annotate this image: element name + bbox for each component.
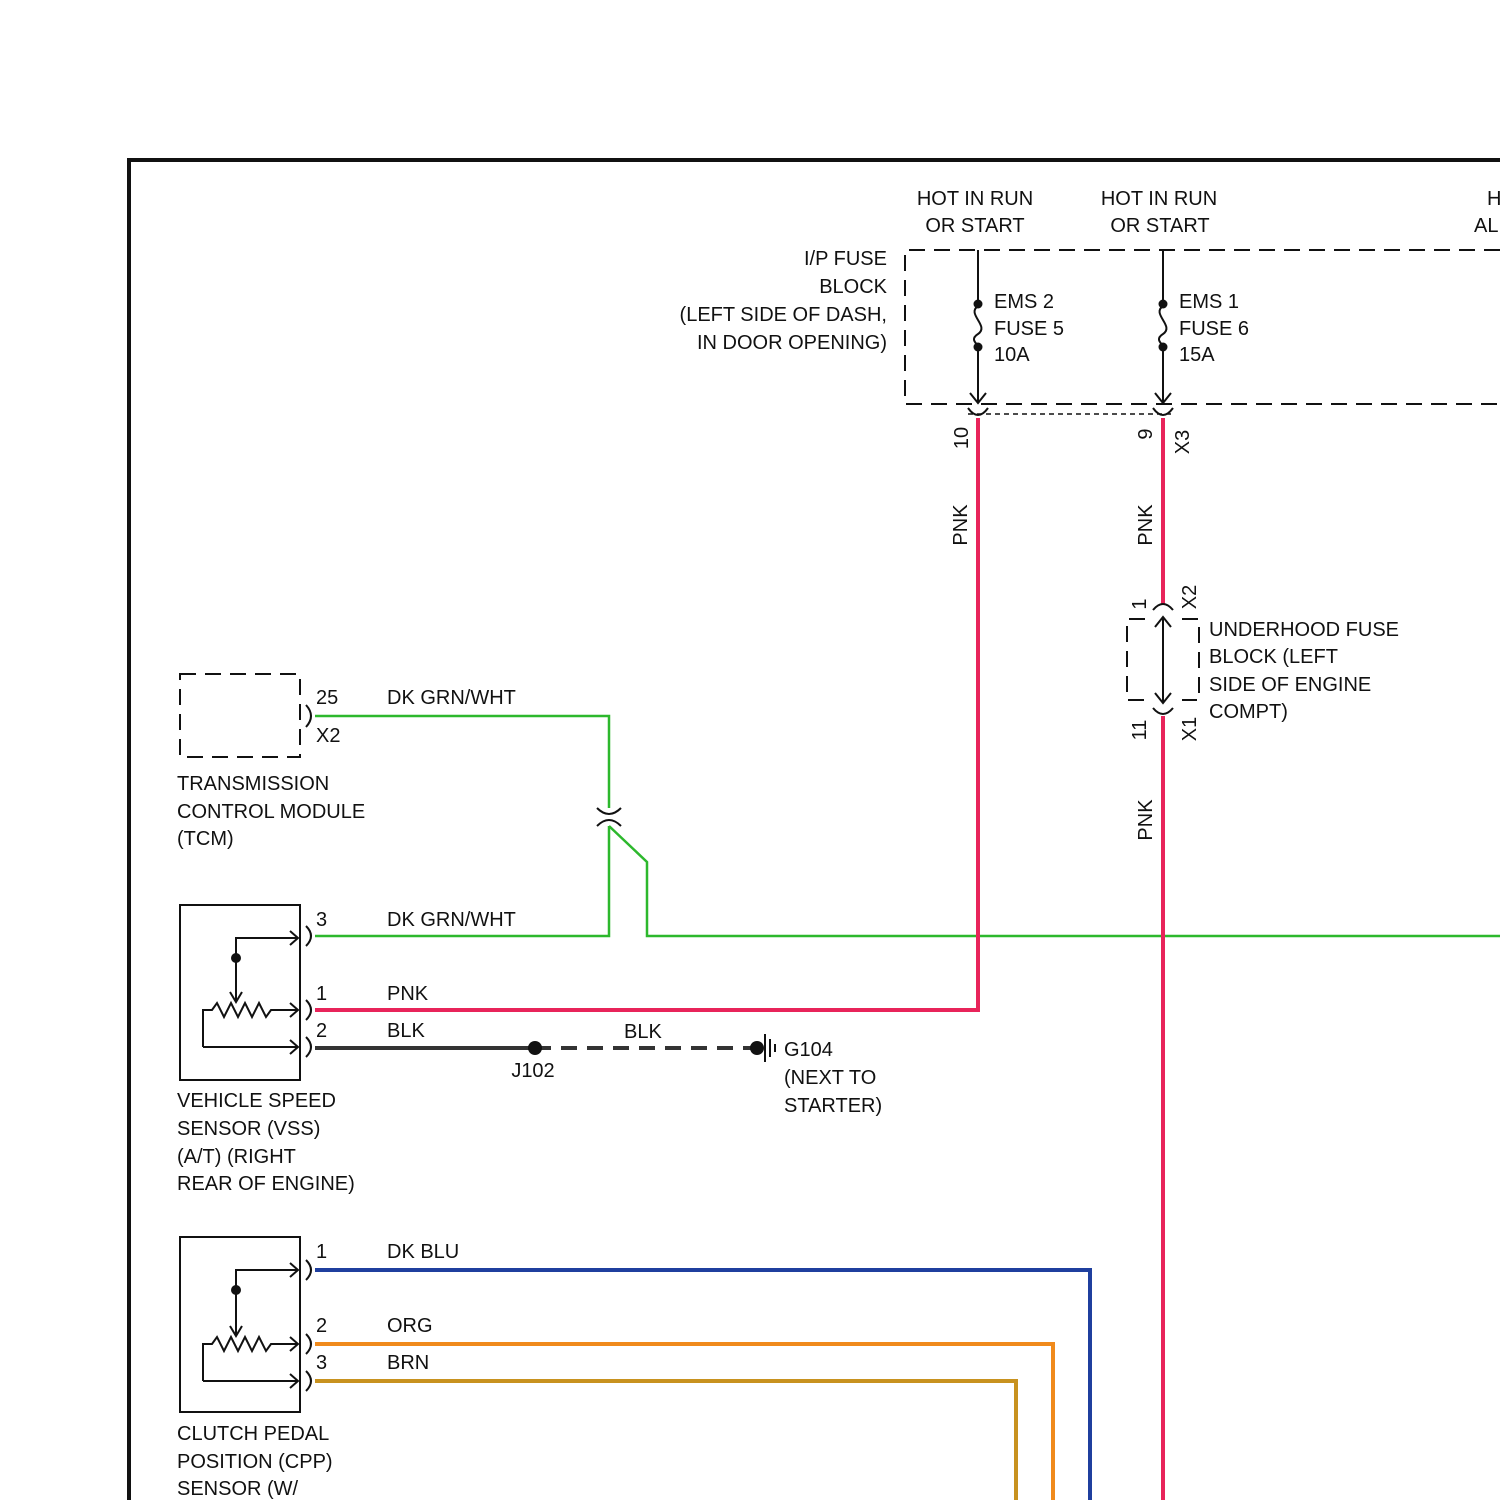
label-line: SENSOR (VSS) — [177, 1118, 320, 1140]
vss-terminals — [306, 926, 311, 1057]
pin-number: 25 — [316, 687, 338, 709]
label-line: (TCM) — [177, 828, 234, 850]
power-header-2: HOT IN RUN OR START — [1101, 188, 1217, 237]
fuse-label-line: EMS 1 — [1179, 291, 1239, 313]
power-label-line: AL — [1474, 215, 1498, 237]
pin-number: 2 — [316, 1020, 327, 1042]
wire-label: BLK — [624, 1021, 662, 1043]
power-header-3: H AL — [1474, 188, 1500, 237]
fuse-ems1-symbol — [1155, 250, 1171, 403]
cpp-terminals — [306, 1260, 311, 1391]
label-line: COMPT) — [1209, 701, 1288, 723]
label-line: BLOCK — [819, 276, 887, 298]
connector-id: X1 — [1179, 717, 1201, 741]
label-line: REAR OF ENGINE) — [177, 1173, 355, 1195]
pin-number: 3 — [316, 909, 327, 931]
label-line: STARTER) — [784, 1095, 882, 1117]
label-line: (NEXT TO — [784, 1067, 876, 1089]
wire-label: PNK — [1135, 504, 1157, 546]
power-label-line: OR START — [925, 215, 1024, 237]
pin-number: 11 — [1129, 720, 1151, 741]
connector-x3 — [968, 408, 1173, 415]
wire-label: BRN — [387, 1352, 429, 1374]
tcm-label: TRANSMISSION CONTROL MODULE (TCM) — [177, 773, 365, 850]
label-line: TRANSMISSION — [177, 773, 329, 795]
underhood-connector — [1153, 604, 1173, 714]
label-line: CONTROL MODULE — [177, 801, 365, 823]
wire-label: DK GRN/WHT — [387, 687, 516, 709]
wire-label: BLK — [387, 1020, 425, 1042]
power-label-line: HOT IN RUN — [917, 188, 1033, 210]
wire-label: ORG — [387, 1315, 433, 1337]
connector-id: X2 — [316, 725, 340, 747]
fuse-label-line: FUSE 5 — [994, 318, 1064, 340]
ground-g104-symbol — [750, 1034, 775, 1062]
ground-g104-label: G104 (NEXT TO STARTER) — [784, 1039, 882, 1117]
power-label-line: OR START — [1110, 215, 1209, 237]
fuse-label-line: FUSE 6 — [1179, 318, 1249, 340]
splice-j102-dot — [528, 1041, 542, 1055]
label-line: (A/T) (RIGHT — [177, 1146, 296, 1168]
wire-label: PNK — [387, 983, 429, 1005]
label-line: CLUTCH PEDAL — [177, 1423, 329, 1445]
wire-brn — [315, 1381, 1016, 1500]
wire-label: PNK — [950, 504, 972, 546]
wire-label: DK BLU — [387, 1241, 459, 1263]
wire-dkblu — [315, 1270, 1090, 1500]
tcm-pin-terminal — [306, 705, 311, 727]
connector-id: X2 — [1179, 585, 1201, 609]
connector-id: X3 — [1172, 430, 1194, 454]
power-label-line: HOT IN RUN — [1101, 188, 1217, 210]
wire-dkgrnwht-bus — [609, 826, 1500, 936]
vss-label: VEHICLE SPEED SENSOR (VSS) (A/T) (RIGHT … — [177, 1090, 355, 1195]
label-line: POSITION (CPP) — [177, 1451, 333, 1473]
vss-potentiometer-icon — [203, 931, 298, 1054]
label-line: UNDERHOOD FUSE — [1209, 619, 1399, 641]
cpp-box — [180, 1237, 300, 1412]
pin-number: 1 — [316, 1241, 327, 1263]
ground-name: G104 — [784, 1039, 833, 1061]
fuse-label-line: EMS 2 — [994, 291, 1054, 313]
fuse-ems2-symbol — [970, 250, 986, 403]
pin-number: 3 — [316, 1352, 327, 1374]
wire-label: DK GRN/WHT — [387, 909, 516, 931]
label-line: SIDE OF ENGINE — [1209, 674, 1371, 696]
fuse-label-line: 15A — [1179, 344, 1215, 366]
pin-number: 1 — [316, 983, 327, 1005]
diagram-frame — [129, 160, 1500, 1500]
label-line: VEHICLE SPEED — [177, 1090, 336, 1112]
fuse-ems1-label: EMS 1 FUSE 6 15A — [1179, 291, 1249, 366]
tcm-box — [180, 674, 300, 757]
fuse-ems2-label: EMS 2 FUSE 5 10A — [994, 291, 1064, 366]
pin-number: 9 — [1135, 428, 1157, 439]
label-line: (LEFT SIDE OF DASH, — [680, 304, 887, 326]
label-line: I/P FUSE — [804, 248, 887, 270]
wire-label: PNK — [1135, 799, 1157, 841]
fuse-label-line: 10A — [994, 344, 1030, 366]
label-line: SENSOR (W/ — [177, 1478, 299, 1500]
pin-number: 2 — [316, 1315, 327, 1337]
ip-fuse-block-label: I/P FUSE BLOCK (LEFT SIDE OF DASH, IN DO… — [680, 248, 888, 354]
power-label-line: H — [1487, 188, 1500, 210]
power-header-1: HOT IN RUN OR START — [917, 188, 1033, 237]
wire-dkgrnwht-tcm — [315, 716, 609, 808]
splice-label: J102 — [511, 1060, 554, 1082]
cpp-label: CLUTCH PEDAL POSITION (CPP) SENSOR (W/ — [177, 1423, 333, 1500]
pin-number: 10 — [951, 427, 973, 449]
underhood-fuse-block-label: UNDERHOOD FUSE BLOCK (LEFT SIDE OF ENGIN… — [1209, 619, 1399, 723]
vss-box — [180, 905, 300, 1080]
pin-number: 1 — [1129, 598, 1151, 609]
label-line: IN DOOR OPENING) — [697, 332, 887, 354]
label-line: BLOCK (LEFT — [1209, 646, 1338, 668]
inline-connector-green — [597, 808, 621, 826]
cpp-potentiometer-icon — [203, 1263, 298, 1388]
